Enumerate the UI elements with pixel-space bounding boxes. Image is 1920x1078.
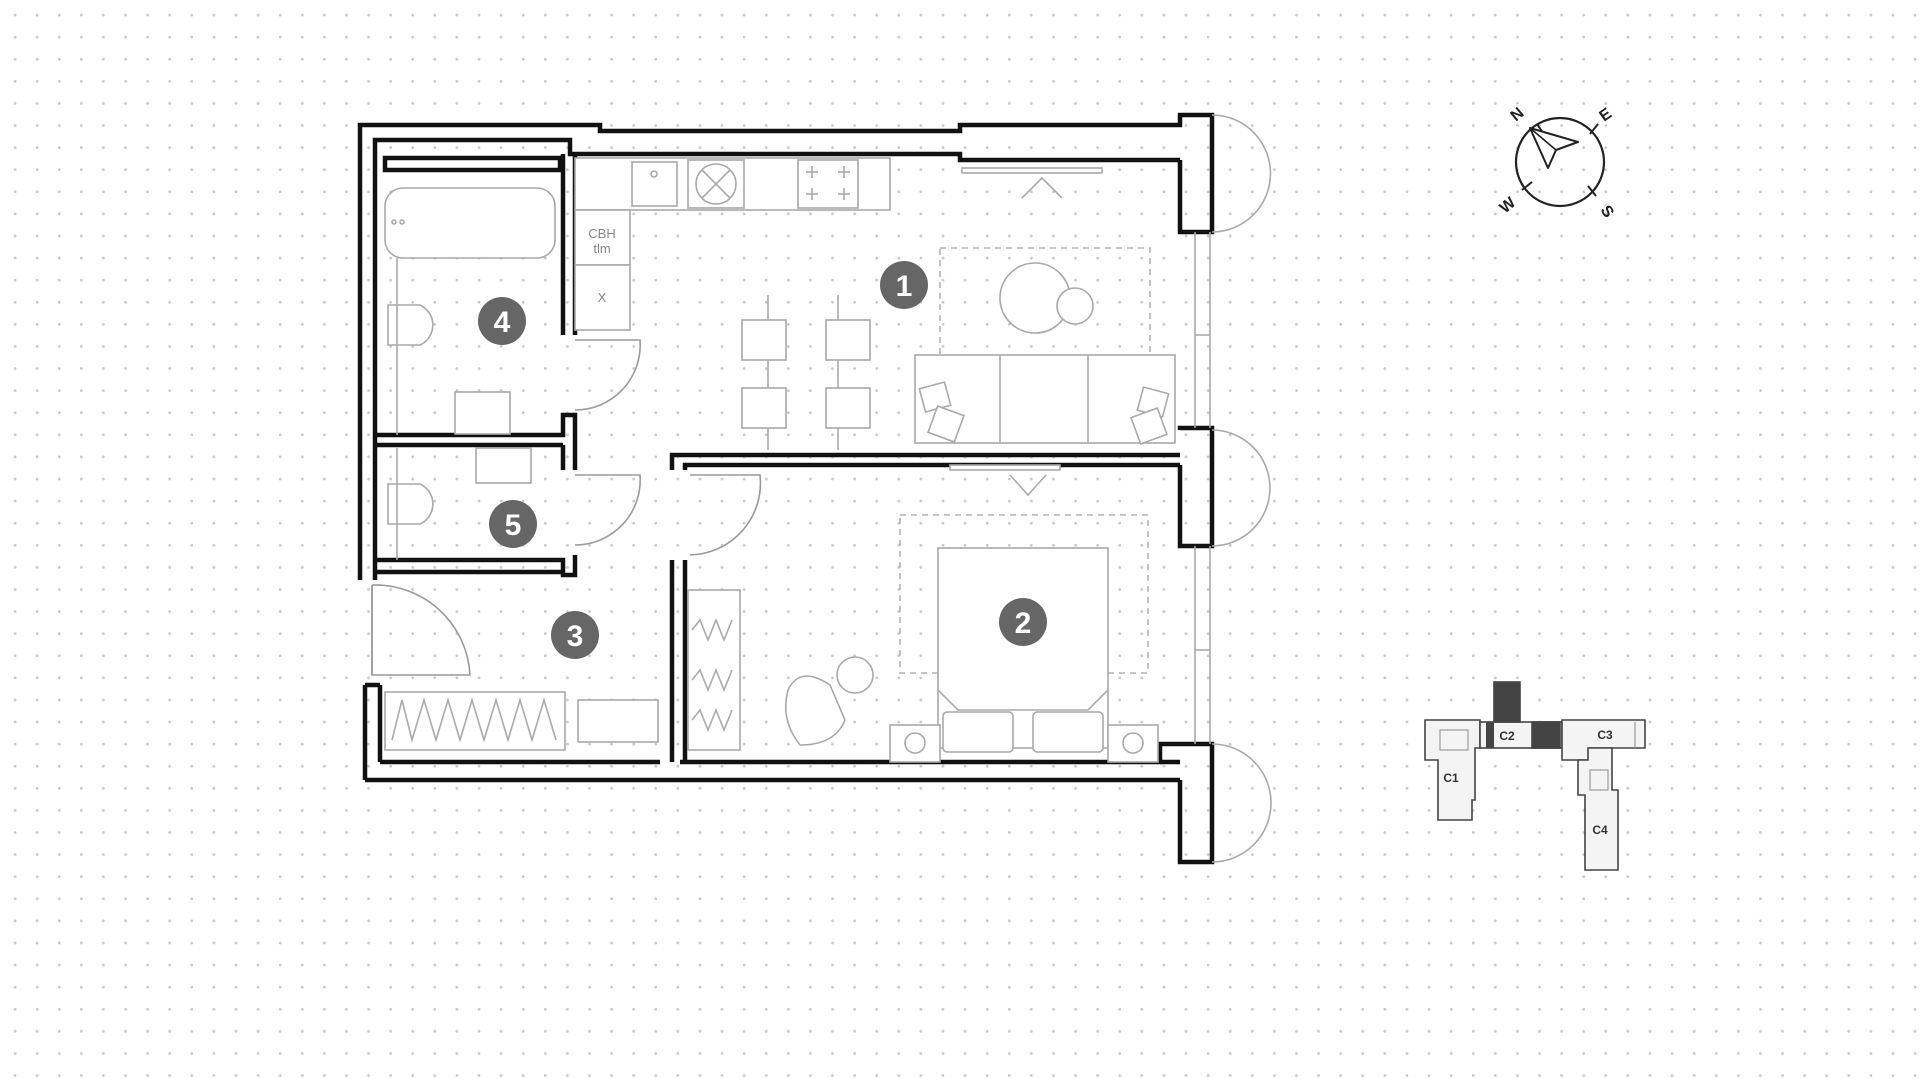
boiler-cabinet [574,209,631,266]
building-minimap: C1 C2 C3 C4 [1424,681,1646,871]
bathtub [384,187,556,259]
bedroom-window-blind [949,464,1061,471]
room-label-4: 4 [494,306,511,339]
balconies [1211,114,1272,863]
door-bedroom [689,474,762,556]
compass-south: S [1597,203,1617,222]
armchair-side-table [836,656,874,694]
dining-chair [825,387,871,429]
room-label-2: 2 [1015,607,1032,640]
cooktop-marks [806,166,850,200]
cushion-right-2 [1130,407,1168,445]
doors [371,339,762,676]
room-badge-1: 1 [880,261,928,309]
room-badge-5: 5 [489,500,537,548]
bathroom-4 [384,187,556,435]
compass-east: E [1597,105,1616,125]
compass-north: N [1508,105,1528,125]
boiler-label-2: tlm [593,241,610,256]
minimap-section-c1: C1 [1424,719,1481,821]
lamp-right [1122,732,1144,754]
bedroom-wardrobe [687,589,741,751]
minimap-section-c4: C4 [1577,747,1619,871]
compass-west: W [1497,194,1520,217]
balcony-top [1211,114,1272,233]
minimap-section-c3: C3 [1561,719,1646,761]
hall-bench [577,699,659,743]
cushion-left-2 [927,405,965,443]
room-badge-4: 4 [478,297,526,345]
minimap-label-c4: C4 [1592,823,1608,837]
side-table [1056,287,1094,325]
balcony-middle [1211,429,1271,547]
window-lines [1194,232,1211,744]
bedroom-wardrobe-hangers [691,617,733,643]
cooktop [797,159,859,209]
bedroom-wardrobe-hangers [691,707,733,733]
floor-plan: СВН tlm X [357,112,1272,865]
hall-wardrobe [384,691,566,751]
armchair [784,675,846,746]
dining-chair [741,319,787,361]
boiler-label-1: СВН [588,226,615,241]
compass-ring [1514,116,1606,208]
bedroom-window-arrow [1009,474,1047,497]
room-badge-3: 3 [551,611,599,659]
minimap-section-c2: C2 [1479,681,1563,749]
door-entrance [371,584,471,676]
minimap-highlight-unit [1493,681,1521,723]
window-arrow [1021,176,1063,199]
sink-drain [650,170,658,178]
room-badge-2: 2 [999,598,1047,646]
lamp-left [904,732,926,754]
kitchen: СВН tlm X [574,157,1103,331]
bed-blanket [937,689,1109,711]
washer-cabinet [574,264,631,331]
room-label-1: 1 [896,270,913,303]
sink-5 [475,447,532,484]
pillow-left [942,711,1014,753]
toilet-4 [387,304,434,346]
minimap-label-c1: C1 [1443,771,1459,785]
sink-4 [454,391,511,435]
living-room [741,247,1176,450]
minimap-label-c2: C2 [1499,729,1515,743]
hall-wardrobe-hangers [391,697,557,744]
room-label-3: 3 [567,620,584,653]
dining-chair [825,319,871,361]
wc-5 [387,447,532,560]
pillow-right [1032,711,1104,753]
sink [631,161,678,207]
door-wc-5 [574,474,641,546]
door-bathroom-4 [574,339,641,411]
washer-label: X [598,290,607,305]
toilet-5 [387,483,434,525]
room-label-5: 5 [505,509,522,542]
minimap-label-c3: C3 [1597,728,1613,742]
hallway [384,691,659,751]
bedroom [687,464,1159,763]
dining-chair [741,387,787,429]
bedroom-wardrobe-hangers [691,667,733,693]
balcony-bottom [1211,743,1272,863]
compass: N E S W [1497,105,1617,222]
window-blind [961,167,1103,174]
